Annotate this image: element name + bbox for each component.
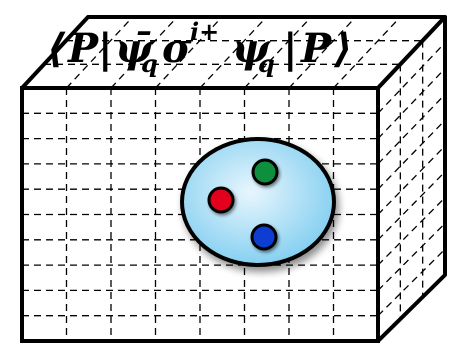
formula-superscript-iplus: i+ [190,17,219,46]
formula-sigma: σ [162,25,192,72]
top-grid-depth-line [155,16,223,89]
formula-subscript-q1: q [141,49,158,78]
formula-bar-left: | [98,25,113,72]
formula-close-angle: ⟩ [333,25,352,72]
top-grid-depth-line [244,16,312,89]
top-grid-depth-line [333,16,401,89]
hadron-bubble [180,137,336,267]
formula-psi-bar: ψ̄ [115,25,154,72]
matrix-element-formula: ⟨ P | ψ̄ q σ i+ ψ q | P ⟩ [47,17,352,78]
right-grid-depth-line [377,222,446,291]
right-grid-depth-line [377,171,446,241]
formula-open-angle: ⟨ [47,25,66,72]
top-grid-depth-line [199,16,267,89]
right-grid-depth-line [377,119,446,190]
top-face-grid [44,16,423,89]
formula-subscript-q2: q [258,49,275,78]
top-grid-depth-line [66,16,134,89]
formula-psi: ψ [232,25,271,72]
right-grid-depth-line [377,68,446,140]
quark-blue [250,223,278,251]
formula-bar-right: | [283,25,298,72]
quark-red [207,186,235,214]
right-grid-depth-line [377,93,446,165]
right-face-grid [377,40,446,319]
top-grid-depth-line [288,16,357,89]
top-grid-depth-line [110,16,178,89]
right-grid-depth-line [377,197,446,266]
quark-green [251,158,279,186]
right-grid-depth-line [377,145,446,215]
right-grid-depth-line [377,42,446,114]
right-grid-depth-line [377,248,446,317]
formula-proton-bra: P [67,25,100,72]
formula-proton-ket: P [300,25,333,72]
